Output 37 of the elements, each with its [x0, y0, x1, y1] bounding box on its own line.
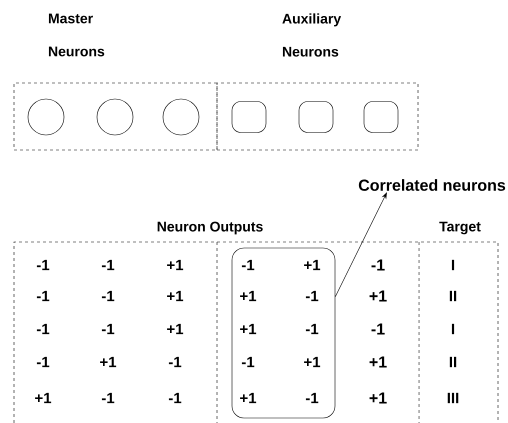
- callout-text: Correlated neurons: [358, 179, 506, 191]
- neuron-box: [364, 101, 398, 133]
- output-value: +1: [167, 290, 184, 302]
- output-value: +1: [100, 356, 116, 368]
- target-class: II: [450, 290, 456, 302]
- neuron-box: [232, 101, 266, 133]
- output-value: +1: [370, 356, 387, 368]
- output-value: -1: [372, 324, 385, 334]
- group-heading: Master Neurons: [48, 14, 104, 56]
- group-heading: Auxiliary Neurons: [282, 13, 342, 57]
- target-class: II: [450, 356, 456, 368]
- output-value: -1: [168, 392, 182, 404]
- output-value: +1: [167, 260, 184, 270]
- correlated-box: -1 +1 +1 -1 +1 -1 -1 +1 +1 -1: [232, 248, 336, 418]
- output-value: -1: [168, 356, 182, 368]
- output-value: -1: [372, 260, 385, 270]
- output-value: -1: [102, 324, 114, 334]
- column-heading: Target: [439, 222, 481, 234]
- output-value: -1: [102, 290, 114, 302]
- output-value: -1: [36, 290, 50, 302]
- neuron-circle: [162, 98, 200, 136]
- output-value: -1: [102, 260, 114, 270]
- column-heading: Neuron Outputs: [158, 222, 263, 234]
- output-value: +1: [167, 324, 184, 334]
- neuron-circle: [28, 98, 64, 136]
- output-value: -1: [36, 324, 50, 334]
- neuron-circle: [96, 98, 134, 136]
- target-class: III: [448, 392, 458, 404]
- output-value: -1: [36, 260, 50, 270]
- output-value: +1: [35, 392, 52, 404]
- output-value: -1: [102, 392, 114, 404]
- target-class: I: [452, 324, 454, 334]
- output-value: +1: [370, 392, 387, 404]
- neuron-box: [298, 101, 334, 133]
- output-value: -1: [36, 356, 50, 368]
- output-value: +1: [370, 290, 387, 302]
- target-class: I: [452, 260, 454, 270]
